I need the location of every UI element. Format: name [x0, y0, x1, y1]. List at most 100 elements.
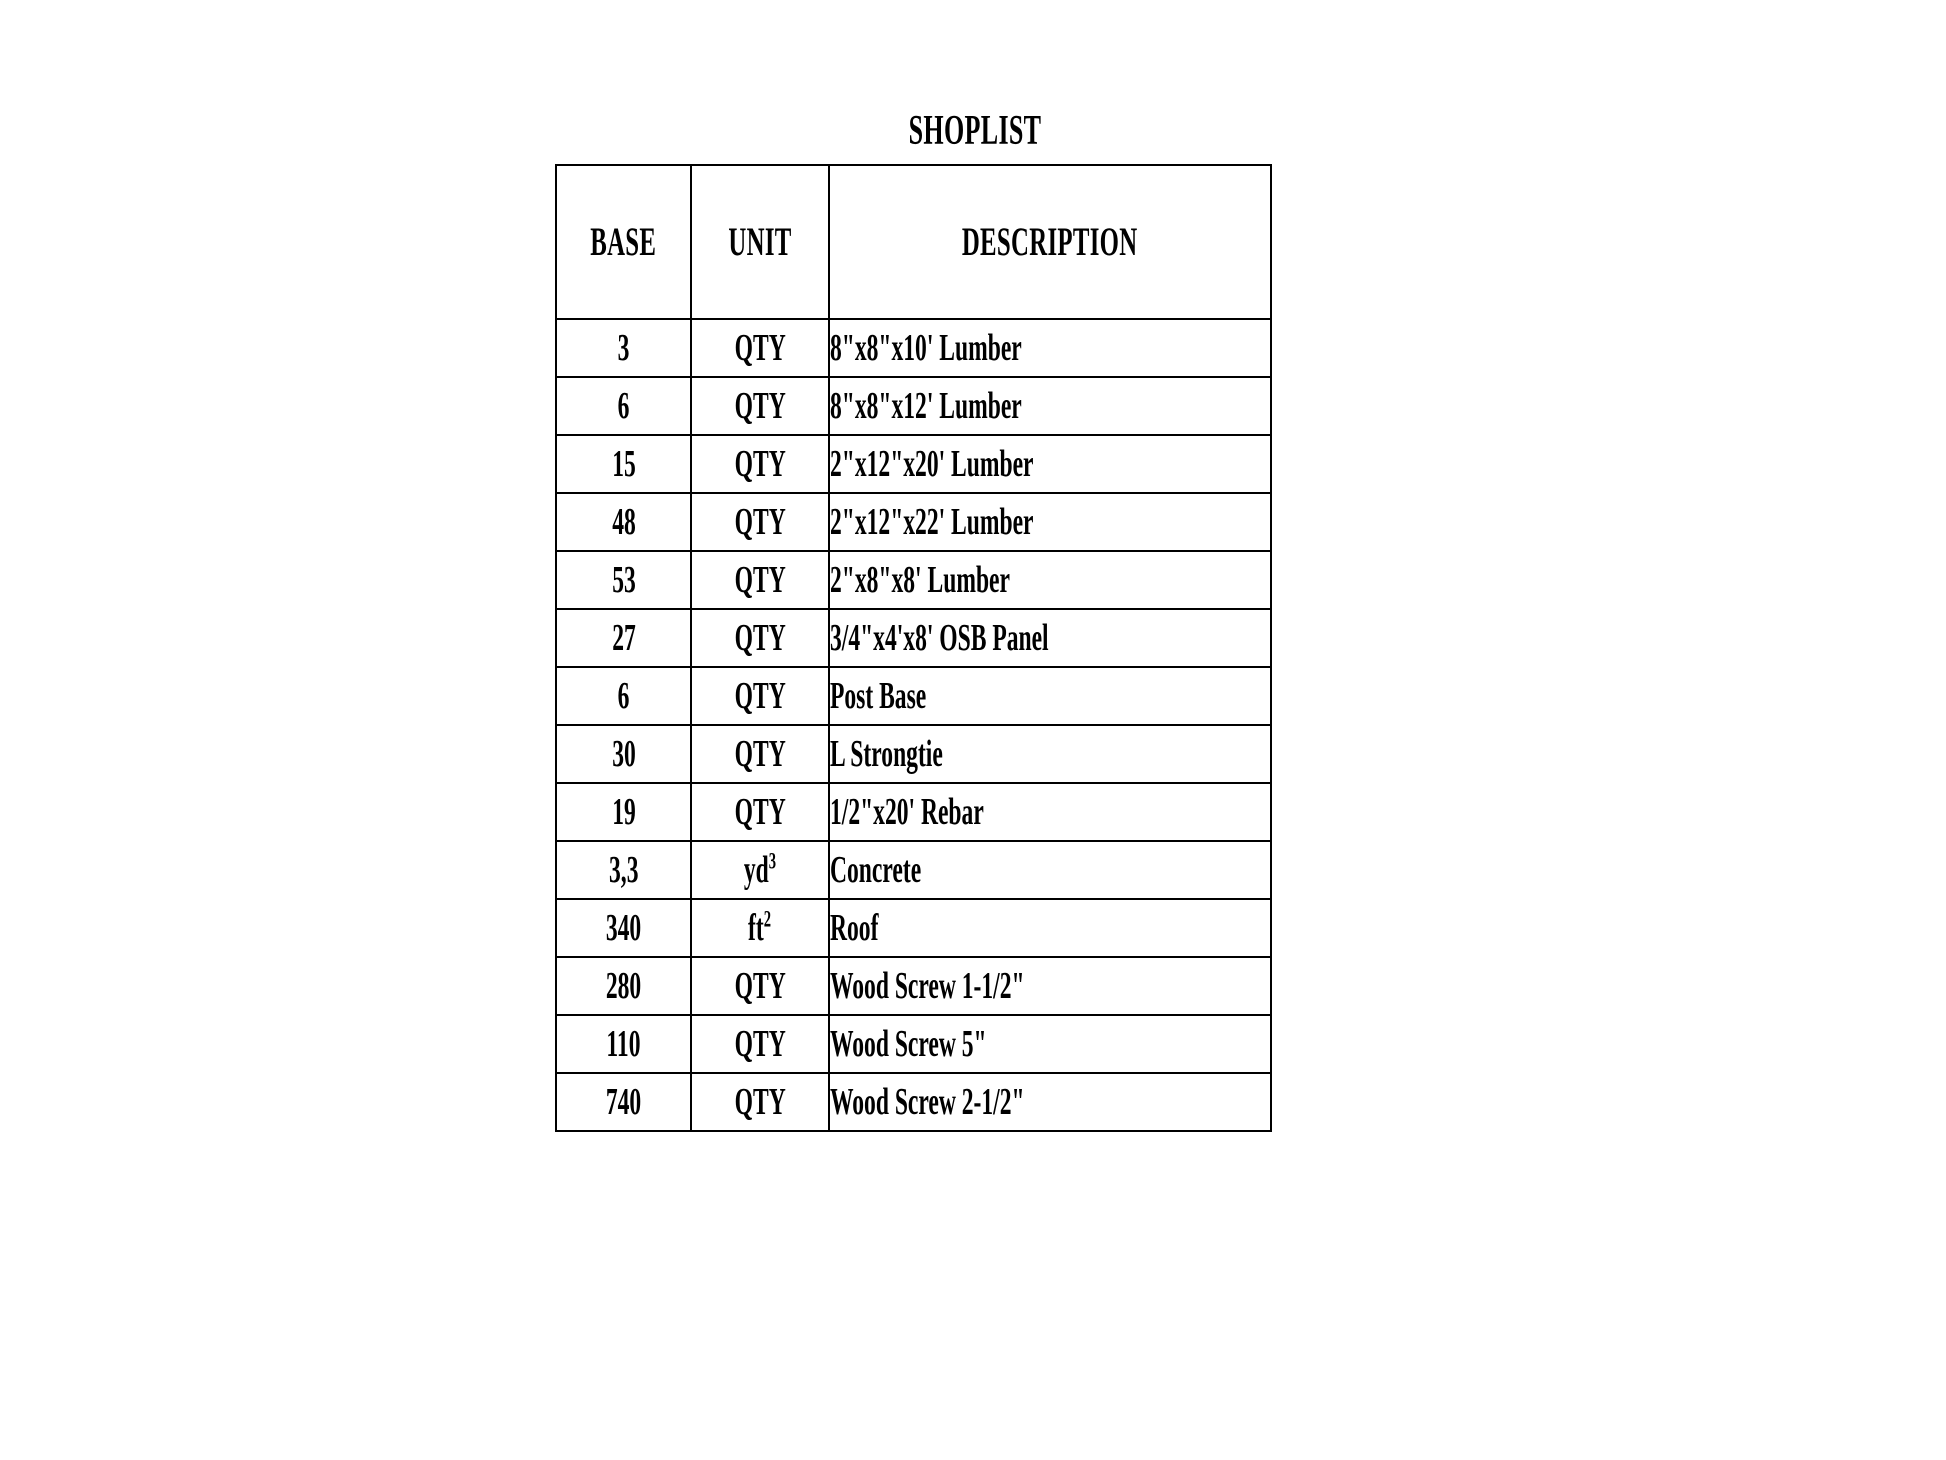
cell-unit: QTY: [690, 608, 830, 668]
cell-unit-value: QTY: [734, 559, 786, 601]
cell-description: L Strongtie: [828, 724, 1272, 784]
cell-base: 3: [555, 318, 692, 378]
cell-base: 740: [555, 1072, 692, 1132]
cell-unit-value: QTY: [734, 385, 786, 427]
cell-description-value: 8"x8"x10' Lumber: [830, 327, 1022, 369]
cell-description-value: Wood Screw 1-1/2": [830, 965, 1025, 1007]
cell-base-value: 340: [605, 907, 642, 949]
cell-unit-value: yd3: [743, 848, 777, 891]
cell-description-value: 2"x12"x22' Lumber: [830, 501, 1034, 543]
cell-description: 2"x12"x20' Lumber: [828, 434, 1272, 494]
cell-description-value: Concrete: [830, 849, 922, 891]
cell-unit-value: QTY: [734, 443, 786, 485]
cell-base-value: 27: [611, 617, 636, 659]
cell-base-value: 740: [605, 1081, 642, 1123]
table-row: 340 ft2 Roof: [555, 898, 1272, 958]
cell-unit: QTY: [690, 550, 830, 610]
cell-unit: QTY: [690, 956, 830, 1016]
column-header-base-label: BASE: [590, 219, 657, 264]
cell-description-value: Wood Screw 5": [830, 1023, 987, 1065]
cell-description-value: L Strongtie: [830, 733, 943, 775]
cell-base: 48: [555, 492, 692, 552]
cell-unit-value: QTY: [734, 1081, 786, 1123]
cell-base-value: 53: [611, 559, 636, 601]
cell-unit: ft2: [690, 898, 830, 958]
cell-unit-value: QTY: [734, 327, 786, 369]
table-row: 110 QTY Wood Screw 5": [555, 1014, 1272, 1074]
cell-unit: QTY: [690, 724, 830, 784]
cell-description-value: 2"x8"x8' Lumber: [830, 559, 1010, 601]
cell-description: Post Base: [828, 666, 1272, 726]
cell-base-value: 6: [617, 385, 630, 427]
cell-unit: QTY: [690, 376, 830, 436]
cell-unit-value: ft2: [748, 906, 772, 949]
cell-base: 110: [555, 1014, 692, 1074]
cell-unit: QTY: [690, 782, 830, 842]
cell-unit-value: QTY: [734, 733, 786, 775]
cell-base: 53: [555, 550, 692, 610]
cell-base-value: 280: [605, 965, 642, 1007]
table-row: 280 QTY Wood Screw 1-1/2": [555, 956, 1272, 1016]
cell-base: 6: [555, 666, 692, 726]
cell-unit-value: QTY: [734, 501, 786, 543]
cell-unit: QTY: [690, 1014, 830, 1074]
cell-description: Roof: [828, 898, 1272, 958]
table-row: 27 QTY 3/4"x4'x8' OSB Panel: [555, 608, 1272, 668]
table-row: 30 QTY L Strongtie: [555, 724, 1272, 784]
cell-unit-value: QTY: [734, 965, 786, 1007]
cell-base-value: 15: [611, 443, 636, 485]
cell-description: 2"x12"x22' Lumber: [828, 492, 1272, 552]
header-row: BASE UNIT DESCRIPTION: [555, 164, 1272, 320]
cell-base: 280: [555, 956, 692, 1016]
cell-description-value: 3/4"x4'x8' OSB Panel: [830, 617, 1049, 659]
cell-description: Wood Screw 1-1/2": [828, 956, 1272, 1016]
cell-description: Wood Screw 2-1/2": [828, 1072, 1272, 1132]
column-header-unit: UNIT: [690, 164, 830, 320]
cell-description: 3/4"x4'x8' OSB Panel: [828, 608, 1272, 668]
cell-base-value: 19: [611, 791, 636, 833]
cell-description: 8"x8"x12' Lumber: [828, 376, 1272, 436]
table-row: 6 QTY Post Base: [555, 666, 1272, 726]
cell-base: 3,3: [555, 840, 692, 900]
cell-base-value: 48: [611, 501, 636, 543]
column-header-unit-label: UNIT: [728, 219, 792, 264]
cell-description-value: 1/2"x20' Rebar: [830, 791, 984, 833]
cell-description: Concrete: [828, 840, 1272, 900]
cell-unit-value: QTY: [734, 1023, 786, 1065]
page-title: SHOPLIST: [908, 108, 1042, 154]
cell-base: 30: [555, 724, 692, 784]
cell-description-value: Wood Screw 2-1/2": [830, 1081, 1025, 1123]
table-row: 48 QTY 2"x12"x22' Lumber: [555, 492, 1272, 552]
cell-unit: QTY: [690, 434, 830, 494]
cell-base: 6: [555, 376, 692, 436]
cell-base-value: 6: [617, 675, 630, 717]
cell-unit-value: QTY: [734, 675, 786, 717]
cell-base: 19: [555, 782, 692, 842]
cell-unit: QTY: [690, 666, 830, 726]
table-row: 3 QTY 8"x8"x10' Lumber: [555, 318, 1272, 378]
cell-unit-value: QTY: [734, 617, 786, 659]
cell-description-value: 8"x8"x12' Lumber: [830, 385, 1022, 427]
cell-base: 15: [555, 434, 692, 494]
cell-description: 1/2"x20' Rebar: [828, 782, 1272, 842]
cell-description: Wood Screw 5": [828, 1014, 1272, 1074]
table-row: 740 QTY Wood Screw 2-1/2": [555, 1072, 1272, 1132]
cell-base-value: 3,3: [608, 849, 639, 891]
cell-unit: QTY: [690, 318, 830, 378]
cell-unit: QTY: [690, 492, 830, 552]
table-row: 53 QTY 2"x8"x8' Lumber: [555, 550, 1272, 610]
cell-unit: yd3: [690, 840, 830, 900]
cell-base-value: 110: [606, 1023, 641, 1065]
cell-base: 27: [555, 608, 692, 668]
cell-unit: QTY: [690, 1072, 830, 1132]
cell-description-value: 2"x12"x20' Lumber: [830, 443, 1034, 485]
table-row: 15 QTY 2"x12"x20' Lumber: [555, 434, 1272, 494]
cell-description-value: Post Base: [830, 675, 927, 717]
cell-description: 8"x8"x10' Lumber: [828, 318, 1272, 378]
cell-base-value: 30: [611, 733, 636, 775]
cell-description: 2"x8"x8' Lumber: [828, 550, 1272, 610]
column-header-description: DESCRIPTION: [828, 164, 1272, 320]
